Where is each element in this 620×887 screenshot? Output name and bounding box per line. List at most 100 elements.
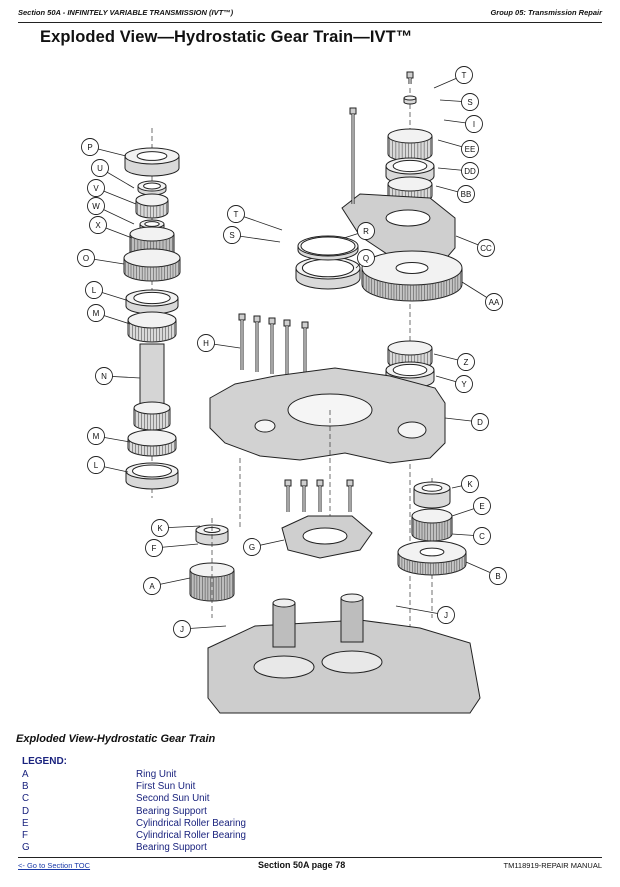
callout-label: S bbox=[223, 226, 281, 244]
callout-letter: F bbox=[152, 544, 157, 553]
callout-letter: M bbox=[93, 432, 100, 441]
callout-letter: R bbox=[363, 227, 369, 236]
callout-label: B bbox=[465, 561, 507, 585]
callout-letter: K bbox=[467, 480, 473, 489]
output-shaft bbox=[272, 602, 296, 648]
callout-label: P bbox=[81, 138, 127, 157]
callout-letter: M bbox=[93, 309, 100, 318]
legend-key: B bbox=[22, 781, 29, 793]
bearing-cup bbox=[125, 462, 179, 490]
callout-label: S bbox=[439, 93, 479, 111]
housing-bore bbox=[254, 419, 276, 433]
callout-letter: Z bbox=[464, 358, 469, 367]
callout-letter: DD bbox=[464, 167, 476, 176]
section-title: Section 50A - INFINITELY VARIABLE TRANSM… bbox=[18, 8, 234, 17]
shaft bbox=[139, 343, 165, 409]
bolt-part bbox=[238, 313, 246, 370]
page-title: Exploded View—Hydrostatic Gear Train—IVT… bbox=[40, 28, 413, 46]
legend-item: A Ring Unit bbox=[22, 769, 322, 781]
shaft-end bbox=[272, 598, 296, 608]
callout-letter: AA bbox=[489, 298, 500, 307]
callout-label: V bbox=[87, 179, 137, 205]
housing-bore bbox=[397, 421, 427, 439]
callout-label: G bbox=[243, 538, 285, 556]
bolt-part bbox=[268, 317, 276, 374]
callout-label: L bbox=[87, 456, 129, 474]
bolt-part bbox=[283, 319, 291, 376]
callout-label: K bbox=[451, 475, 479, 493]
legend-label: First Sun Unit bbox=[136, 781, 196, 793]
callout-letter: L bbox=[94, 461, 99, 470]
shaft-gear bbox=[133, 401, 171, 431]
first-sun-unit bbox=[397, 540, 467, 576]
snap-ring bbox=[137, 180, 167, 196]
callout-letter: U bbox=[97, 164, 103, 173]
callout-letter: T bbox=[462, 71, 467, 80]
legend-item: B First Sun Unit bbox=[22, 781, 322, 793]
group-title: Group 05: Transmission Repair bbox=[490, 8, 602, 17]
callout-label: R bbox=[343, 222, 375, 240]
roller-cage bbox=[297, 235, 359, 261]
toc-link[interactable]: <- Go to Section TOC bbox=[18, 861, 91, 870]
callout-letter: G bbox=[249, 543, 255, 552]
callout-label: F bbox=[145, 539, 199, 557]
gear-wheel bbox=[123, 248, 181, 282]
nut bbox=[403, 95, 417, 105]
bolt-part bbox=[284, 479, 292, 512]
callout-label: BB bbox=[435, 185, 475, 203]
figure-caption: Exploded View-Hydrostatic Gear Train bbox=[16, 733, 216, 745]
callout-letter: E bbox=[479, 502, 484, 511]
callout-label: H bbox=[197, 334, 241, 352]
footer-divider bbox=[18, 857, 602, 858]
roller-bearing-e bbox=[413, 481, 451, 509]
callout-letter: Q bbox=[363, 254, 369, 263]
manual-number: TM118919-REPAIR MANUAL bbox=[503, 861, 602, 870]
callout-label: Z bbox=[433, 353, 475, 371]
carrier-bracket bbox=[341, 193, 456, 264]
legend-key: G bbox=[22, 842, 30, 854]
callout-letter: K bbox=[157, 524, 163, 533]
callout-label: I bbox=[443, 115, 483, 133]
callout-label: EE bbox=[437, 139, 479, 158]
callout-label: M bbox=[87, 427, 131, 445]
bearing-race bbox=[125, 289, 179, 315]
bearing-cone bbox=[127, 429, 177, 457]
callout-letter: X bbox=[95, 221, 101, 230]
legend-heading: LEGEND: bbox=[22, 756, 67, 767]
callout-label: E bbox=[451, 497, 491, 517]
callout-label: CC bbox=[455, 235, 495, 257]
callout-letter: S bbox=[229, 231, 234, 240]
page-header: Section 50A - INFINITELY VARIABLE TRANSM… bbox=[18, 8, 602, 22]
callout-letter: A bbox=[149, 582, 155, 591]
callout-label: N bbox=[95, 367, 141, 385]
callout-label: T bbox=[433, 66, 473, 89]
bearing-cone bbox=[387, 128, 433, 162]
callout-label: T bbox=[227, 205, 283, 231]
legend-label: Ring Unit bbox=[136, 769, 177, 780]
page-footer: <- Go to Section TOC Section 50A page 78… bbox=[18, 860, 602, 875]
callout-letter: D bbox=[477, 418, 483, 427]
bolt-part bbox=[349, 107, 357, 204]
bearing-ring bbox=[295, 256, 361, 290]
callout-letter: Y bbox=[461, 380, 467, 389]
callout-letter: EE bbox=[465, 145, 476, 154]
callout-label: J bbox=[395, 605, 455, 624]
bore bbox=[385, 209, 431, 227]
callout-letter: H bbox=[203, 339, 209, 348]
legend-key: A bbox=[22, 769, 29, 780]
callout-label: AA bbox=[461, 281, 503, 311]
callout-letter: V bbox=[93, 184, 99, 193]
legend-label: Second Sun Unit bbox=[136, 793, 210, 805]
bearing-cone bbox=[135, 193, 169, 219]
large-gear bbox=[361, 250, 463, 302]
bolt-part bbox=[300, 479, 308, 512]
bolt-part bbox=[301, 321, 309, 378]
shaft-end bbox=[340, 593, 364, 603]
callout-label: C bbox=[451, 527, 491, 545]
